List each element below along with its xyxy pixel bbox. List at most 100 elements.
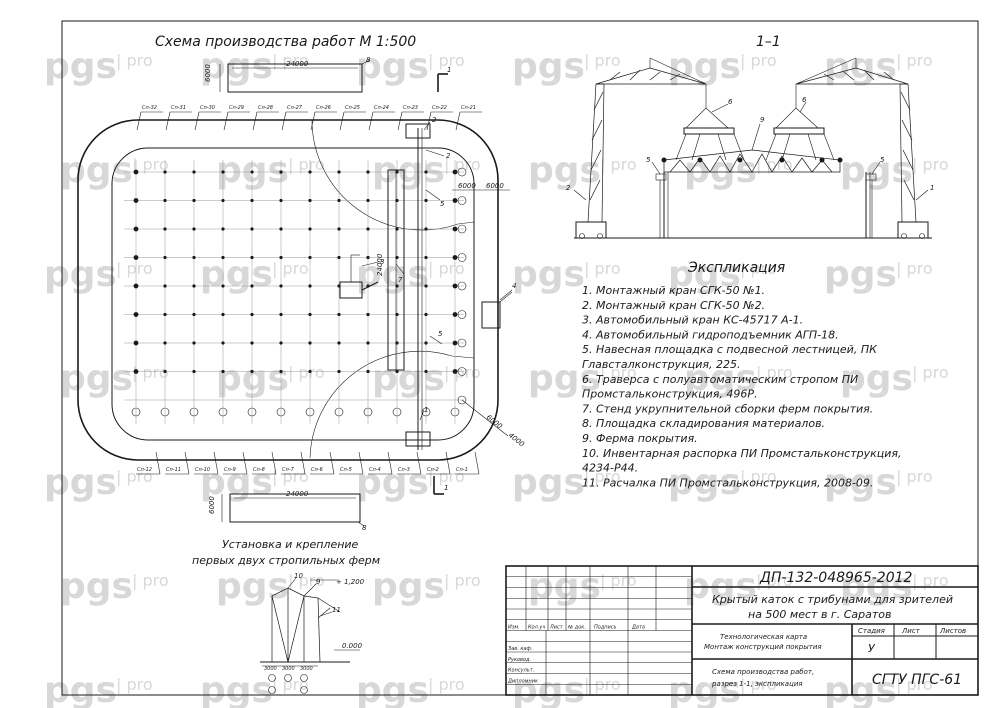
watermark-suffix: | pro <box>272 467 309 486</box>
svg-text:2: 2 <box>446 152 451 160</box>
column-node <box>424 284 428 288</box>
svg-text:3000: 3000 <box>264 666 277 672</box>
column-node <box>221 341 225 345</box>
tb-sheet-1: Технологическая карта <box>720 633 807 641</box>
svg-text:3000: 3000 <box>300 666 313 672</box>
storage-area-bottom <box>229 493 361 523</box>
svg-text:5: 5 <box>440 200 445 208</box>
column-node <box>221 284 225 288</box>
svg-text:24000: 24000 <box>286 60 309 68</box>
watermark-suffix: | pro <box>272 259 309 278</box>
column-axis-circle <box>189 407 199 417</box>
svg-text:3: 3 <box>380 258 384 266</box>
column-node <box>308 198 312 203</box>
svg-text:1: 1 <box>930 184 934 192</box>
column-node <box>308 341 312 345</box>
watermark-suffix: | pro <box>584 259 621 278</box>
column-axis-circle <box>457 395 467 405</box>
watermark-suffix: | pro <box>600 571 637 590</box>
watermark-suffix: | pro <box>116 51 153 70</box>
column-node <box>250 284 254 288</box>
column-node <box>308 284 312 288</box>
column-node <box>192 369 196 374</box>
stand-label: Сп-32 <box>142 105 157 111</box>
column-node <box>221 227 225 231</box>
tb-header-cell: Лист <box>549 625 564 631</box>
column-node <box>192 227 196 231</box>
column-node <box>221 198 225 203</box>
svg-text:1: 1 <box>444 484 448 492</box>
column-node <box>452 312 458 317</box>
column-node <box>279 170 283 174</box>
column-axis-circle <box>457 338 467 348</box>
tb-sheet-2: Монтаж конструкций покрытия <box>704 643 822 651</box>
watermark-suffix: | pro <box>584 51 621 70</box>
work-plan: Схема производства работ М 1:500 24000 6… <box>77 34 526 532</box>
legend-item: Промстальконструкция, 496Р. <box>582 388 758 401</box>
watermark-suffix: | pro <box>288 155 325 174</box>
legend-item: 9. Ферма покрытия. <box>582 432 698 445</box>
watermark-suffix: | pro <box>428 259 465 278</box>
column-node <box>192 341 196 345</box>
stand-label: Сп-1 <box>456 467 468 473</box>
svg-text:7: 7 <box>398 276 403 284</box>
column-node <box>133 198 139 203</box>
watermark-suffix: | pro <box>444 571 481 590</box>
tb-project-1: Крытый каток с трибунами для зрителей <box>712 593 953 606</box>
column-node <box>452 283 458 289</box>
svg-text:6000: 6000 <box>208 496 216 514</box>
watermark-brand: pgs <box>60 566 133 607</box>
svg-text:+ 1,200: + 1,200 <box>336 578 365 586</box>
watermark-suffix: | pro <box>116 259 153 278</box>
svg-text:9: 9 <box>760 116 765 124</box>
watermark-brand: pgs <box>512 462 585 503</box>
column-node <box>424 312 428 317</box>
legend-item: 1. Монтажный кран СГК-50 №1. <box>582 284 765 297</box>
tb-header-cell: Подпись <box>594 625 617 631</box>
section-title: 1–1 <box>756 34 781 50</box>
column-node <box>366 198 370 203</box>
svg-text:5: 5 <box>646 156 651 164</box>
watermark-brand: pgs <box>528 358 601 399</box>
column-node <box>337 341 341 345</box>
svg-text:4000: 4000 <box>507 431 526 449</box>
column-node <box>366 341 370 345</box>
watermark-brand: pgs <box>824 46 897 87</box>
column-node <box>163 369 167 374</box>
watermark-brand: pgs <box>200 254 273 295</box>
watermark-suffix: | pro <box>740 467 777 486</box>
column-node <box>424 369 428 374</box>
column-node <box>250 170 254 174</box>
tb-header-cell: Изм. <box>508 625 520 631</box>
tb-org: СГТУ ПГС-61 <box>872 672 962 688</box>
column-node <box>452 255 458 260</box>
watermark-brand: pgs <box>44 46 117 87</box>
column-node <box>250 255 254 260</box>
column-node <box>221 369 225 374</box>
watermark-suffix: | pro <box>600 155 637 174</box>
column-axis-circle <box>247 407 257 417</box>
column-node <box>163 170 167 174</box>
column-node <box>133 312 139 317</box>
column-axis-circle <box>457 310 467 319</box>
column-node <box>366 369 370 374</box>
svg-text:9: 9 <box>316 578 321 586</box>
watermark-suffix: | pro <box>912 155 949 174</box>
column-node <box>308 227 312 231</box>
legend-item: 4234-Р44. <box>582 462 638 475</box>
watermark-brand: pgs <box>372 150 445 191</box>
plan-callouts: 2 2 5 7 3 4 5 1 <box>361 116 516 421</box>
svg-text:6: 6 <box>802 96 807 104</box>
column-axis-circle <box>457 367 467 376</box>
column-node <box>308 255 312 260</box>
column-node <box>424 170 428 174</box>
crane-right-section <box>795 57 929 239</box>
column-axis-circle <box>392 407 402 417</box>
legend-item: 6. Траверса с полуавтоматическим стропом… <box>582 373 858 386</box>
rink-outer <box>77 119 499 461</box>
watermark-suffix: | pro <box>896 675 933 694</box>
column-node <box>337 369 341 374</box>
column-node <box>337 227 341 231</box>
hydro-lift-plan <box>481 301 501 329</box>
